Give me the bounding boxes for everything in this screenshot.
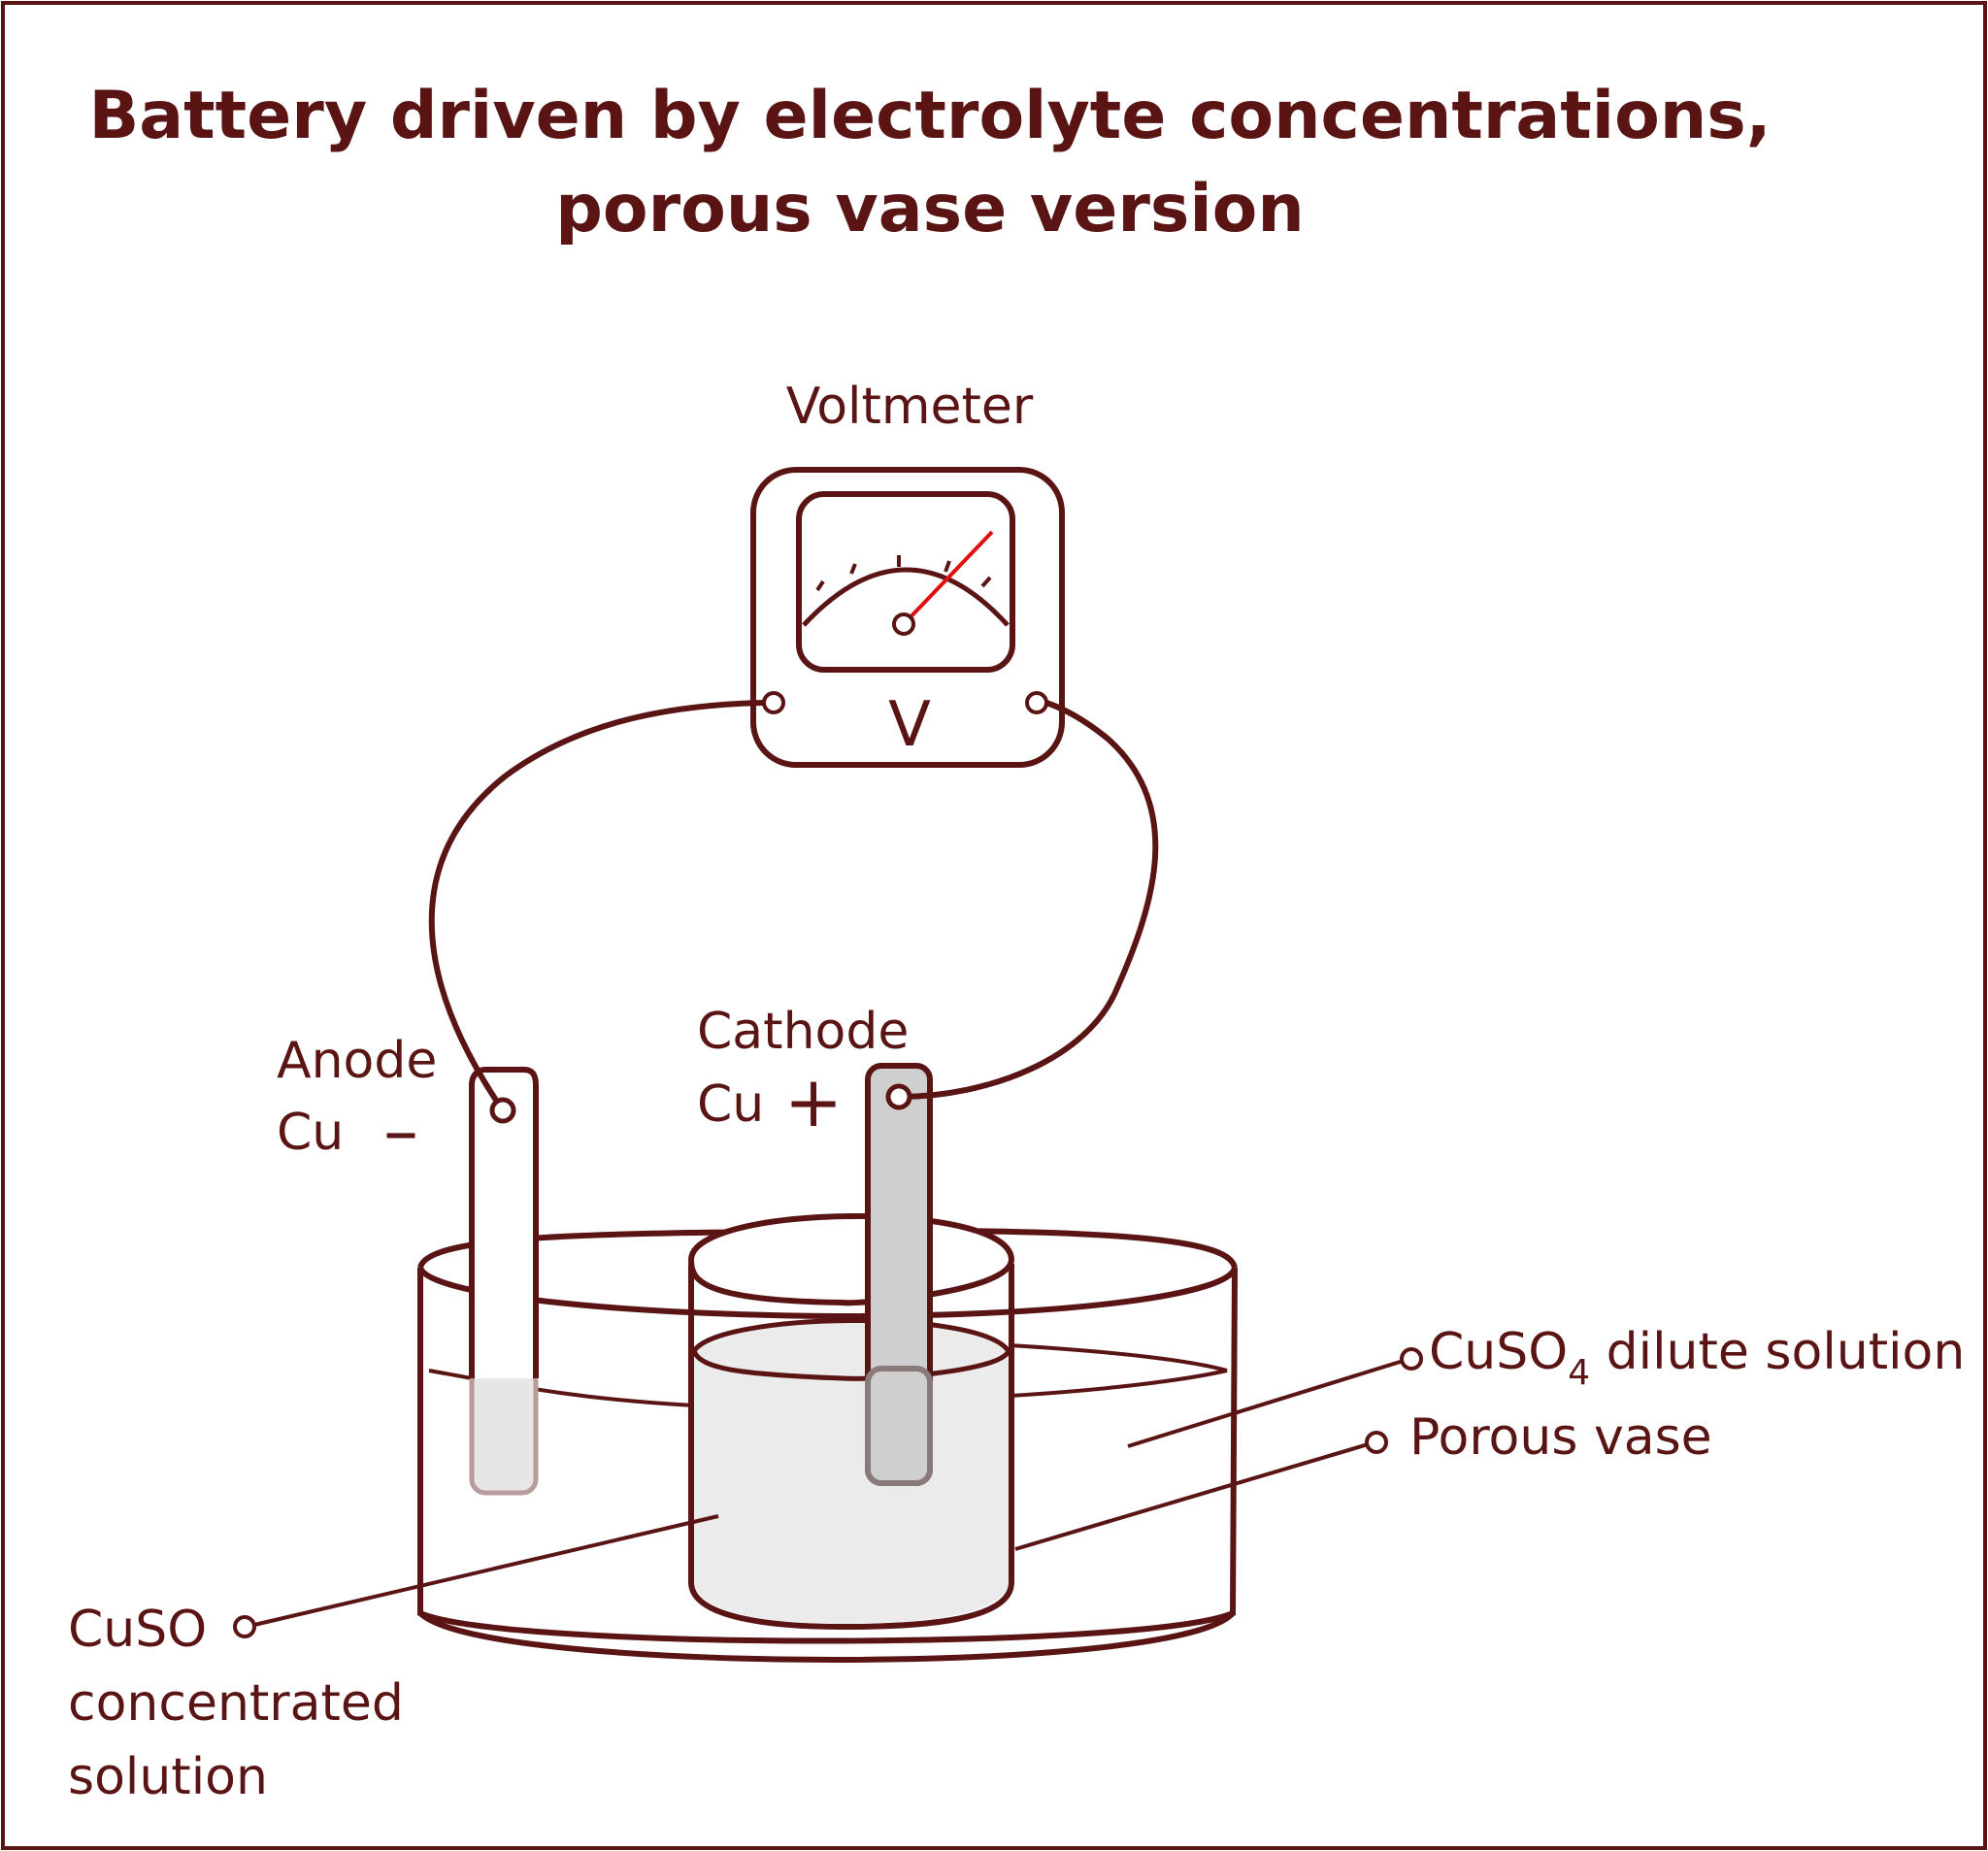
callout-concentrated-line-3: solution xyxy=(68,1748,268,1806)
wire-cathode-to-voltmeter xyxy=(898,700,1159,1100)
voltmeter-label: Voltmeter xyxy=(786,378,1034,436)
porous-vase xyxy=(687,1213,1015,1631)
title-line-1: Battery driven by electrolyte concentrat… xyxy=(88,78,1771,154)
callout-concentrated-line-1: CuSO xyxy=(68,1601,207,1659)
concentrated-surface xyxy=(691,1318,1011,1381)
voltmeter-unit: V xyxy=(888,689,931,761)
dilute-surface-back xyxy=(1009,1343,1228,1372)
scale-tick-1 xyxy=(815,579,825,592)
wire-anode-to-voltmeter xyxy=(428,700,764,1112)
scale-tick-2 xyxy=(849,563,857,575)
outer-dish-walls xyxy=(417,1267,1238,1644)
callout-dot-porous-vase xyxy=(1365,1431,1388,1454)
callout-dot-dilute xyxy=(1400,1347,1423,1371)
cathode-terminal xyxy=(885,1083,912,1110)
needle-pivot xyxy=(892,612,915,636)
voltmeter-dial-window xyxy=(796,491,1015,673)
porous-vase-lid xyxy=(687,1213,1015,1306)
callout-dot-concentrated xyxy=(233,1615,256,1638)
voltmeter-terminal-left xyxy=(762,691,785,714)
voltmeter-terminal-right xyxy=(1025,691,1048,714)
callout-line-concentrated xyxy=(253,1514,719,1627)
concentrated-solution-fill xyxy=(694,1321,1009,1624)
callout-line-porous-vase xyxy=(1014,1440,1375,1551)
cathode-label: Cathode xyxy=(697,1003,909,1061)
cathode-electrode-submerged xyxy=(865,1366,933,1486)
anode-electrode xyxy=(469,1067,539,1378)
voltmeter-needle xyxy=(902,530,994,626)
anode-label: Anode xyxy=(277,1032,437,1090)
cathode-sign: + xyxy=(784,1061,843,1142)
scale-tick-5 xyxy=(980,576,992,588)
dilute-formula: CuSO xyxy=(1429,1323,1568,1381)
anode-material: Cu xyxy=(277,1104,344,1162)
callout-dilute-text: CuSO4 dilute solution xyxy=(1429,1323,1965,1393)
scale-tick-4 xyxy=(944,560,951,573)
voltmeter xyxy=(750,467,1065,768)
cathode-material: Cu xyxy=(697,1075,764,1134)
voltmeter-scale-arc xyxy=(802,567,1010,627)
callout-line-dilute xyxy=(1127,1357,1410,1448)
callout-concentrated-line-2: concentrated xyxy=(68,1674,404,1733)
dilute-text: dilute solution xyxy=(1590,1323,1965,1381)
outer-dish-base xyxy=(417,1610,1236,1664)
callout-porous-vase-text: Porous vase xyxy=(1409,1408,1712,1467)
title-line-2: porous vase version xyxy=(555,171,1305,248)
anode-sign: – xyxy=(383,1090,418,1172)
dilute-surface-front xyxy=(428,1369,1228,1407)
anode-electrode-submerged xyxy=(469,1366,539,1496)
anode-terminal xyxy=(489,1097,516,1124)
dilute-formula-subscript: 4 xyxy=(1568,1353,1590,1393)
